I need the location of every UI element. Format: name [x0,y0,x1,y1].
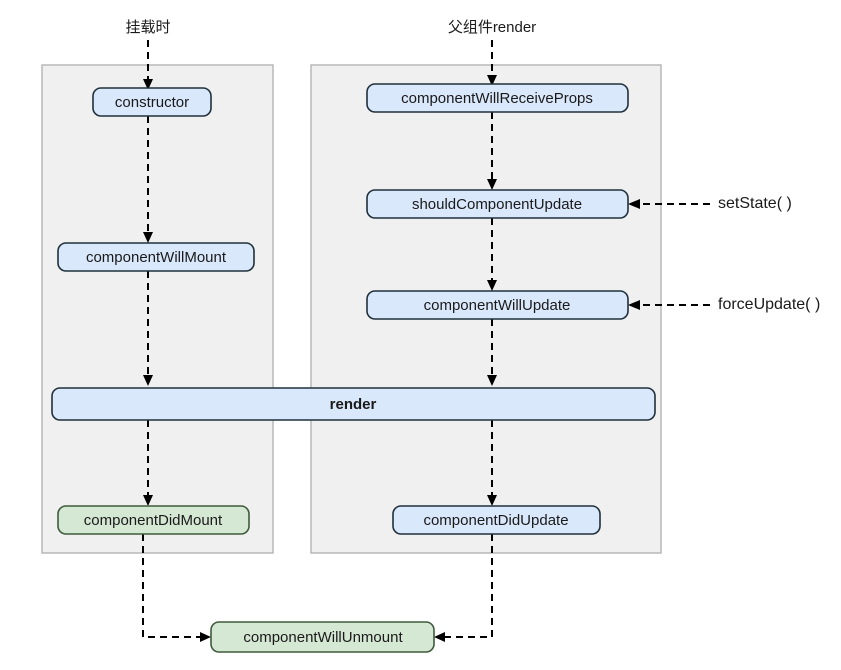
trigger-label-forceupdate: forceUpdate( ) [718,296,820,313]
didmount-to-unmount-arrowhead [200,632,211,642]
node-component-did-mount[interactable]: componentDidMount [57,505,250,535]
node-component-will-unmount[interactable]: componentWillUnmount [210,621,435,653]
render-to-didupdate-arrowhead [487,495,497,506]
trigger-label-setstate: setState( ) [718,195,792,212]
node-component-did-update-shape[interactable] [392,505,601,535]
update-phase-caption: 父组件render [448,19,536,36]
setstate-arrowhead [628,199,640,209]
node-component-did-mount-shape[interactable] [57,505,250,535]
mount-phase-caption: 挂载时 [125,19,170,36]
constructor-to-willmount-arrowhead [143,232,153,243]
node-component-will-receive-props[interactable]: componentWillReceiveProps [366,83,629,113]
shouldupdate-to-willupdate-arrowhead [487,280,497,291]
forceupdate-arrowhead [628,300,640,310]
node-component-did-update[interactable]: componentDidUpdate [392,505,601,535]
node-should-component-update[interactable]: shouldComponentUpdate [366,189,629,219]
node-component-will-mount-shape[interactable] [57,242,255,272]
mount-phase-panel [41,64,274,554]
node-component-will-update-shape[interactable] [366,290,629,320]
node-component-will-receive-props-shape[interactable] [366,83,629,113]
render-to-didmount-arrowhead [143,495,153,506]
didupdate-to-unmount-arrowhead [434,632,445,642]
node-constructor[interactable]: constructor [92,87,212,117]
didmount-to-unmount-connector [142,534,203,638]
mount-entry-arrowhead [143,79,153,90]
willreceiveprops-to-shouldupdate-arrowhead [487,179,497,190]
didupdate-to-unmount-connector [442,534,493,638]
willmount-to-render-arrowhead [143,375,153,386]
node-constructor-shape[interactable] [92,87,212,117]
node-component-will-update[interactable]: componentWillUpdate [366,290,629,320]
node-render-shape[interactable] [51,387,656,421]
update-entry-arrowhead [487,75,497,86]
node-component-will-mount[interactable]: componentWillMount [57,242,255,272]
node-should-component-update-shape[interactable] [366,189,629,219]
node-render[interactable]: render [51,387,656,421]
willupdate-to-render-arrowhead [487,375,497,386]
node-component-will-unmount-shape[interactable] [210,621,435,653]
